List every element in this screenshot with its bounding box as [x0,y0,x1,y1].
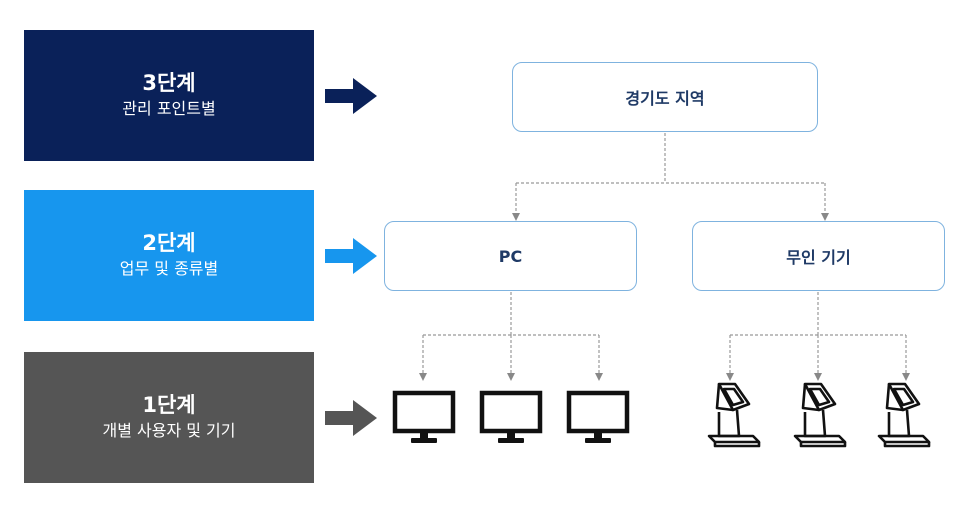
stage-2-title: 2단계 [142,230,196,255]
stage-3-subtitle: 관리 포인트별 [122,98,216,118]
stage-2-arrow-icon [325,238,377,274]
kiosk-icon [877,382,931,448]
stage-3-title: 3단계 [142,70,196,95]
node-pc: PC [384,221,637,291]
stage-2-block: 2단계 업무 및 종류별 [24,190,314,321]
node-gyeonggi-region: 경기도 지역 [512,62,818,132]
kiosk-icon [793,382,847,448]
stage-2-subtitle: 업무 및 종류별 [119,258,219,278]
stage-1-arrow-icon [325,400,377,436]
monitor-icon [479,390,543,443]
stage-1-title: 1단계 [142,392,196,417]
monitor-icon [566,390,630,443]
stage-3-arrow-icon [325,78,377,114]
stage-1-block: 1단계 개별 사용자 및 기기 [24,352,314,483]
node-unmanned-device: 무인 기기 [692,221,945,291]
kiosk-icon [707,382,761,448]
monitor-icon [392,390,456,443]
stage-3-block: 3단계 관리 포인트별 [24,30,314,161]
stage-1-subtitle: 개별 사용자 및 기기 [102,420,236,440]
